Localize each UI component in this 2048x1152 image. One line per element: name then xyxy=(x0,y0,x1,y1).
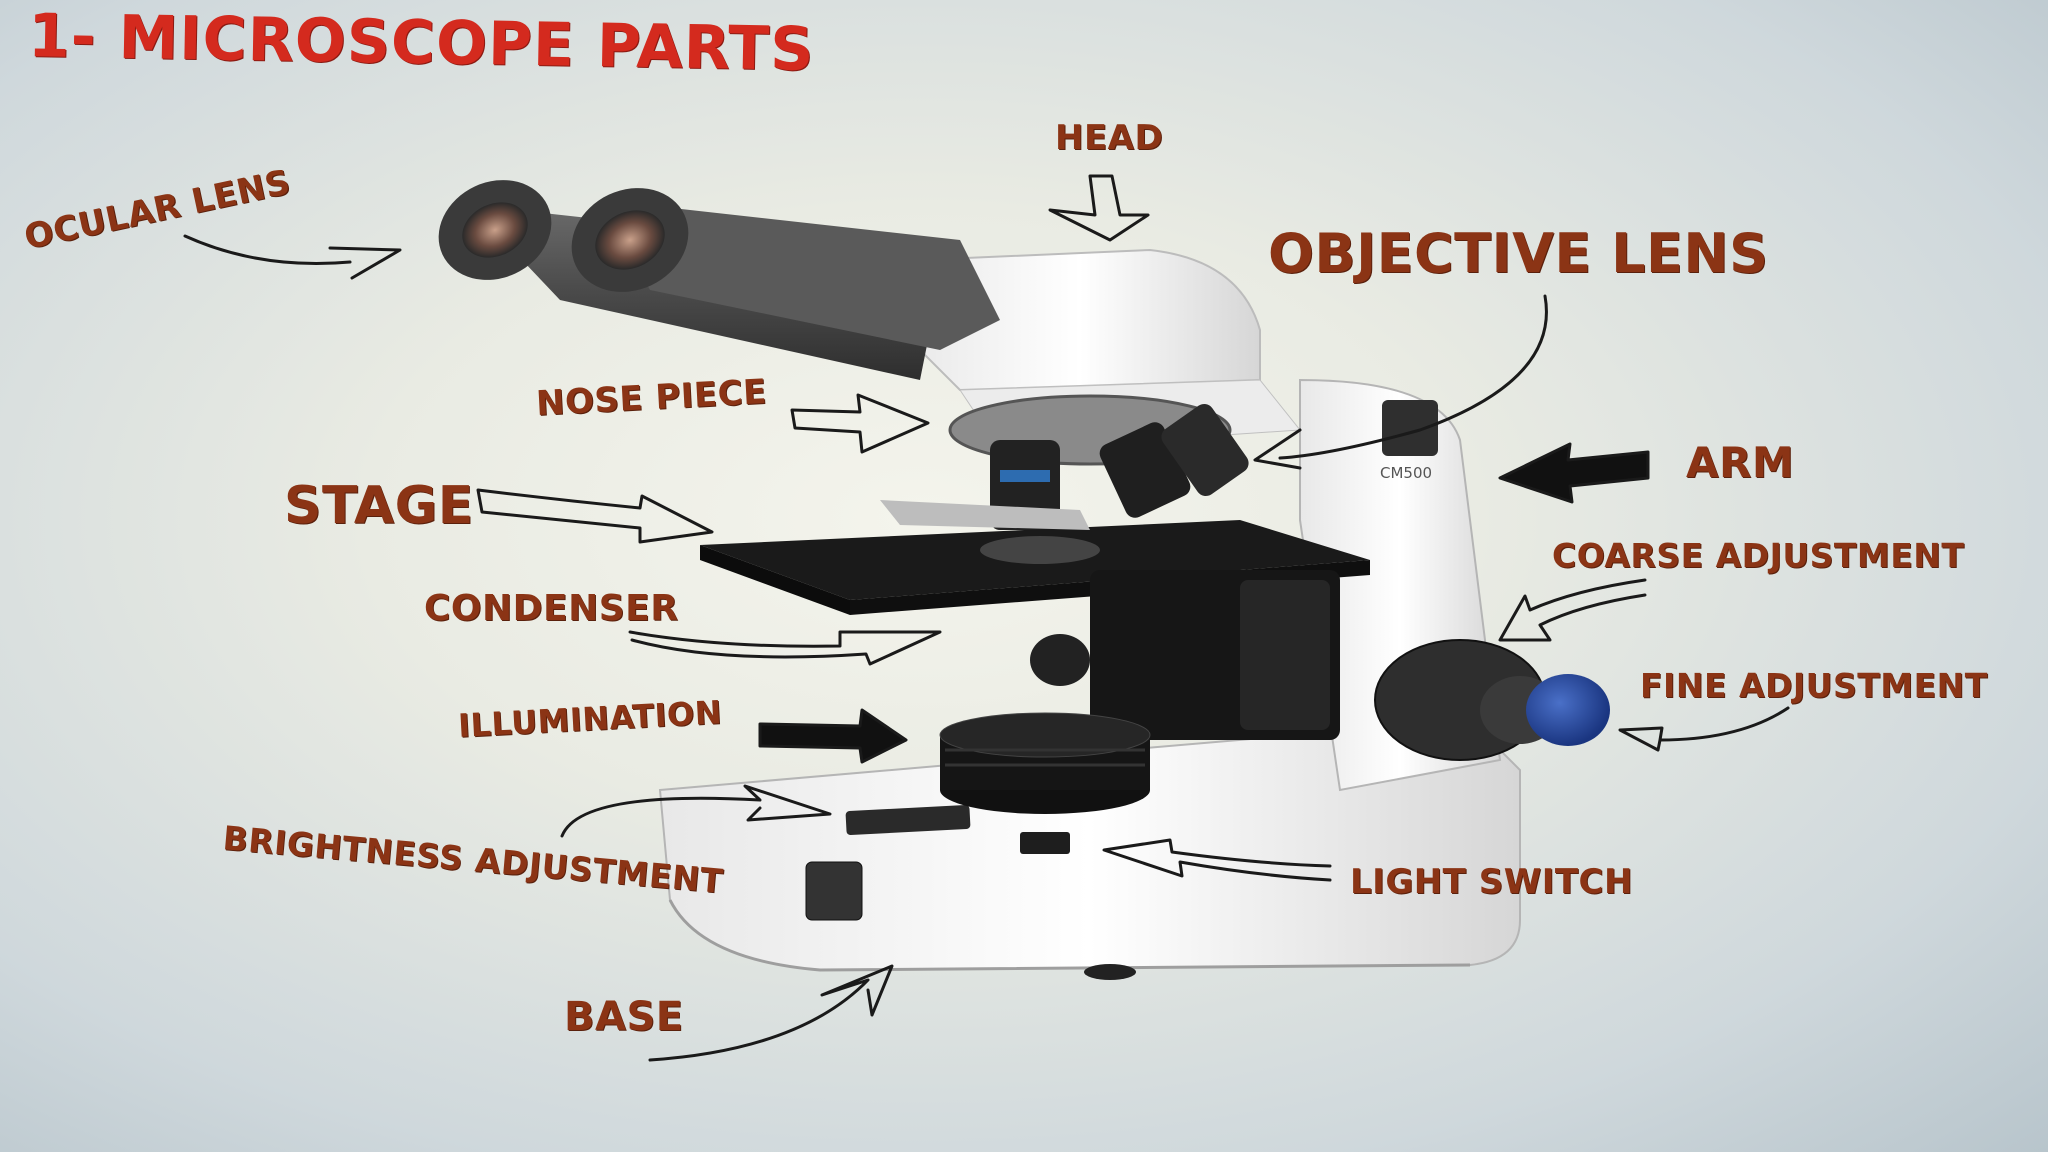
label-objective-lens: OBJECTIVE LENS xyxy=(1268,222,1768,285)
stage-arrow xyxy=(478,490,712,542)
label-arm: ARM xyxy=(1686,438,1794,487)
label-condenser: CONDENSER xyxy=(424,588,679,629)
slide-title: 1- MICROSCOPE PARTS xyxy=(27,1,815,85)
condenser-arrow xyxy=(630,632,940,664)
label-coarse-adjustment: COARSE ADJUSTMENT xyxy=(1552,536,1964,575)
head-arrow xyxy=(1050,176,1148,240)
base-arrow xyxy=(650,966,892,1060)
label-light-switch: LIGHT SWITCH xyxy=(1350,862,1633,902)
brightness-adjustment-arrow xyxy=(562,786,830,836)
label-stage: STAGE xyxy=(284,476,474,536)
coarse-adjustment-arrow xyxy=(1500,580,1645,640)
label-base: BASE xyxy=(564,994,684,1040)
objective-lens-arrow xyxy=(1255,296,1546,468)
nose-piece-arrow xyxy=(792,395,928,452)
illumination-arrow xyxy=(760,710,906,762)
label-head: HEAD xyxy=(1055,118,1163,158)
arm-arrow xyxy=(1500,444,1648,502)
fine-adjustment-arrow xyxy=(1620,708,1788,750)
light-switch-arrow xyxy=(1104,840,1330,880)
label-fine-adjustment: FINE ADJUSTMENT xyxy=(1640,666,1988,705)
ocular-lens-arrow xyxy=(185,236,400,278)
